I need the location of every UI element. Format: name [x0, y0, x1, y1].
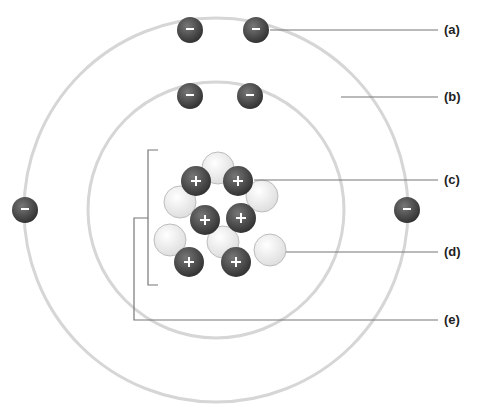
callout-label: (c): [444, 173, 460, 187]
electrons: [12, 17, 420, 223]
protons: [174, 166, 256, 277]
callout-label: (e): [444, 313, 460, 327]
leader-lines: [254, 30, 438, 252]
neutrons: [154, 152, 286, 266]
callout-label: (b): [444, 90, 461, 104]
nucleus-bracket: [148, 150, 158, 285]
inner-shell: [88, 82, 344, 338]
leader-line: [134, 218, 438, 320]
callout-label: (a): [444, 23, 460, 37]
outer-shell: [24, 18, 408, 402]
callout-label: (d): [444, 245, 461, 259]
